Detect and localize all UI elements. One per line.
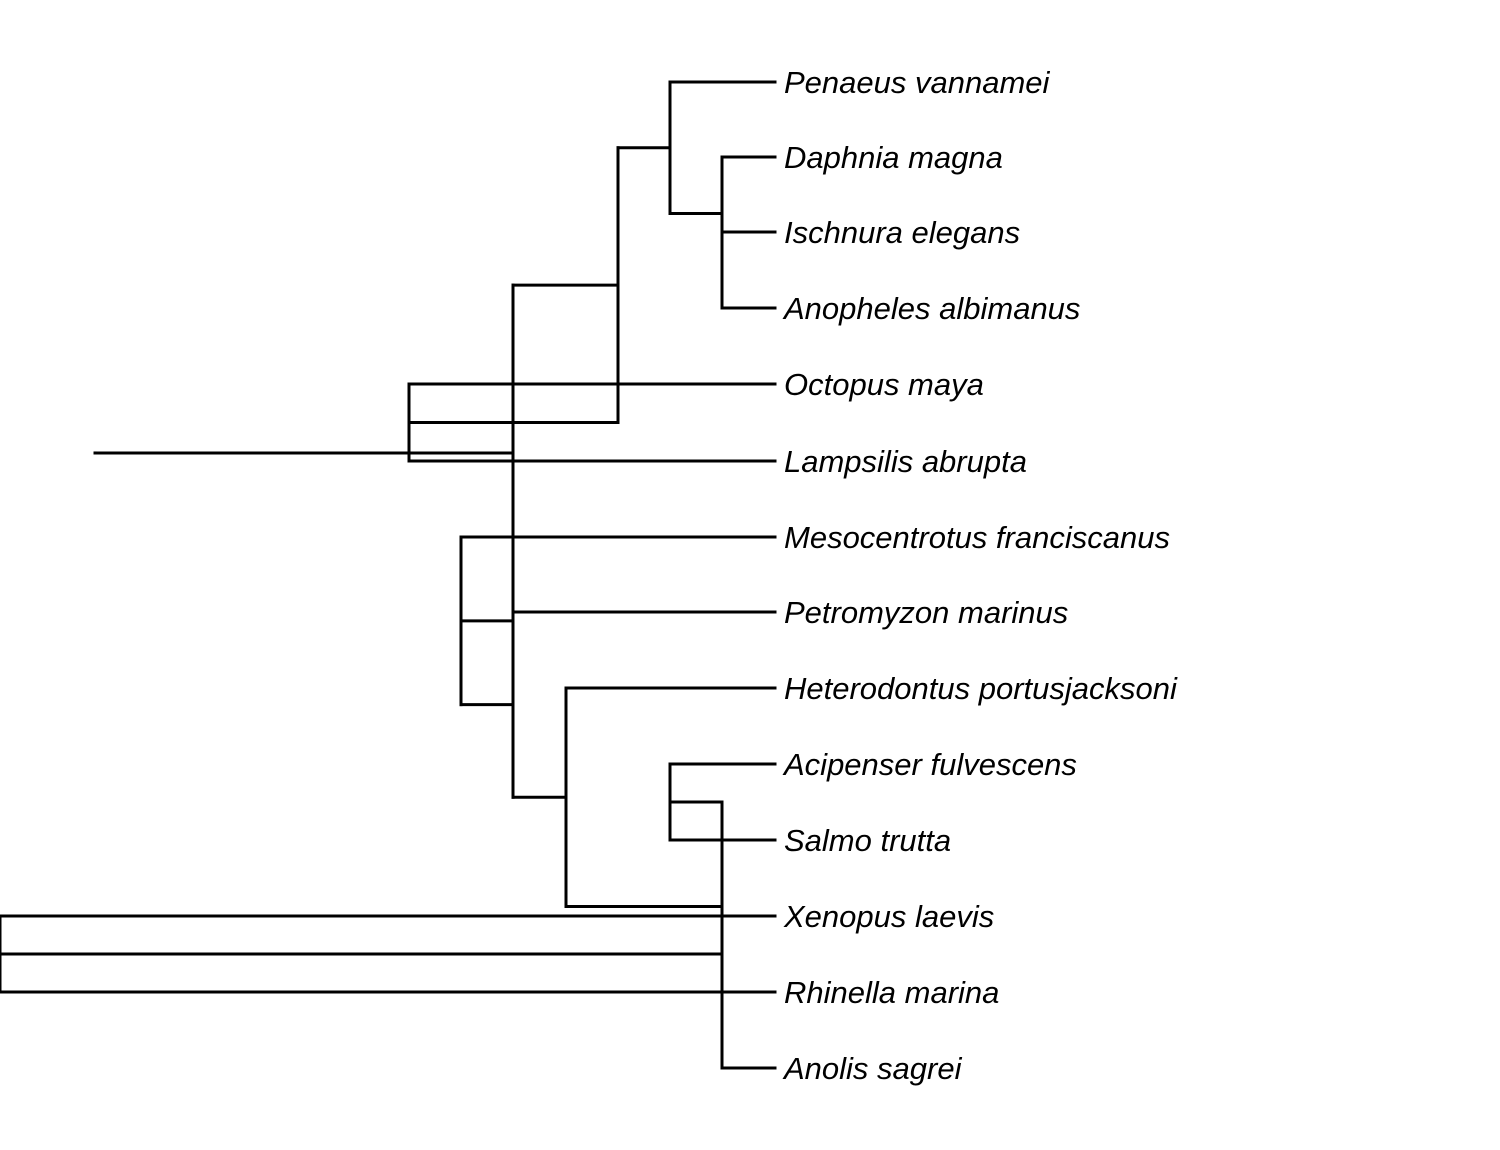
taxon-label: Mesocentrotus franciscanus: [784, 520, 1170, 555]
taxon-label: Ischnura elegans: [784, 215, 1020, 250]
taxon-label: Xenopus laevis: [783, 899, 994, 934]
taxon-label: Octopus maya: [784, 367, 984, 402]
taxon-label: Lampsilis abrupta: [784, 444, 1027, 479]
taxon-label: Petromyzon marinus: [784, 595, 1068, 630]
taxon-label: Anopheles albimanus: [782, 291, 1080, 326]
tree-branches: [0, 80, 777, 1070]
taxon-label: Rhinella marina: [784, 975, 999, 1010]
taxon-label: Salmo trutta: [784, 823, 951, 858]
taxon-label: Daphnia magna: [784, 140, 1003, 175]
taxon-label: Heterodontus portusjacksoni: [784, 671, 1178, 706]
taxon-label: Anolis sagrei: [782, 1051, 963, 1086]
taxon-label: Penaeus vannamei: [784, 65, 1051, 100]
taxon-label: Acipenser fulvescens: [782, 747, 1077, 782]
